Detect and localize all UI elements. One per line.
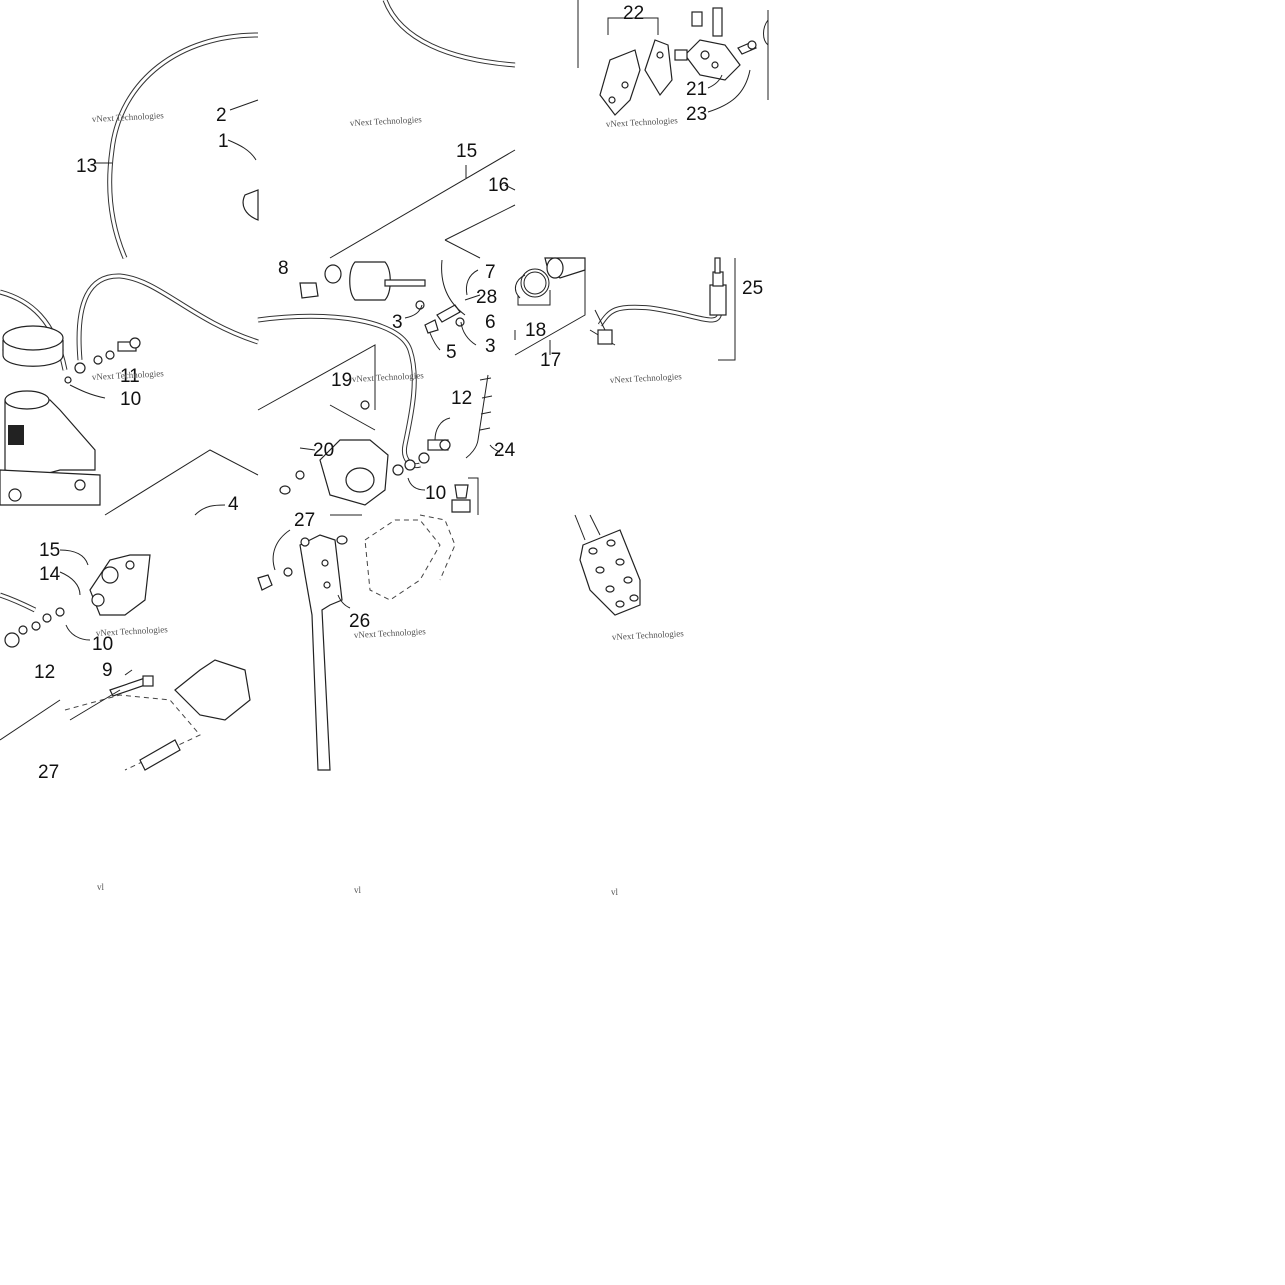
callout-5: 5 — [446, 342, 457, 363]
callout-10b: 10 — [425, 483, 446, 504]
callout-25: 25 — [742, 278, 763, 299]
callout-18: 18 — [525, 320, 546, 341]
callout-6: 6 — [485, 312, 496, 333]
watermark: vNext Technologies — [610, 371, 683, 385]
tile-center — [257, 259, 501, 515]
watermark-fragment: vl — [611, 887, 619, 897]
watermark: vNext Technologies — [92, 110, 165, 124]
tile-top-right — [577, 0, 769, 116]
callout-1: 1 — [218, 131, 229, 152]
callout-15b: 15 — [39, 540, 60, 561]
callout-21: 21 — [686, 79, 707, 100]
callout-12a: 12 — [451, 388, 472, 409]
watermark: vNext Technologies — [606, 115, 679, 129]
tile-middle-left — [0, 273, 259, 516]
callout-14: 14 — [39, 564, 61, 585]
watermark: vNext Technologies — [612, 628, 685, 642]
callout-11: 11 — [120, 366, 140, 387]
watermarks: vNext Technologies vNext Technologies vN… — [92, 110, 685, 897]
callout-10a: 10 — [120, 389, 141, 410]
tile-top-left — [95, 32, 259, 259]
callout-17: 17 — [540, 350, 561, 371]
callout-23: 23 — [686, 104, 707, 125]
callout-26: 26 — [349, 611, 370, 632]
watermark-fragment: vl — [97, 882, 105, 892]
callout-2: 2 — [216, 105, 227, 126]
callout-7: 7 — [485, 262, 496, 283]
callout-27a: 27 — [294, 510, 315, 531]
tile-bottom-left — [0, 549, 251, 771]
callout-3b: 3 — [485, 336, 496, 357]
callout-27b: 27 — [38, 762, 59, 783]
callout-19: 19 — [331, 370, 352, 391]
watermark: vNext Technologies — [354, 626, 427, 640]
callout-10c: 10 — [92, 634, 113, 655]
callout-15a: 15 — [456, 141, 477, 162]
callout-20: 20 — [313, 440, 334, 461]
tile-top-middle — [329, 0, 516, 259]
watermark-fragment: vl — [354, 885, 362, 895]
tile-middle-right — [514, 257, 736, 361]
callout-16: 16 — [488, 175, 509, 196]
watermark: vNext Technologies — [352, 370, 425, 384]
tile-bottom-right — [574, 514, 641, 616]
callout-24: 24 — [494, 440, 516, 461]
watermark: vNext Technologies — [96, 624, 169, 638]
callout-22: 22 — [623, 3, 644, 24]
watermark: vNext Technologies — [350, 114, 423, 128]
callout-28: 28 — [476, 287, 497, 308]
callout-8: 8 — [278, 258, 289, 279]
tile-bottom-middle — [257, 514, 456, 771]
callout-12b: 12 — [34, 662, 55, 683]
watermark: vNext Technologies — [92, 368, 165, 382]
callout-9: 9 — [102, 660, 113, 681]
callout-3a: 3 — [392, 312, 403, 333]
callout-13: 13 — [76, 156, 97, 177]
callout-4: 4 — [228, 494, 239, 515]
